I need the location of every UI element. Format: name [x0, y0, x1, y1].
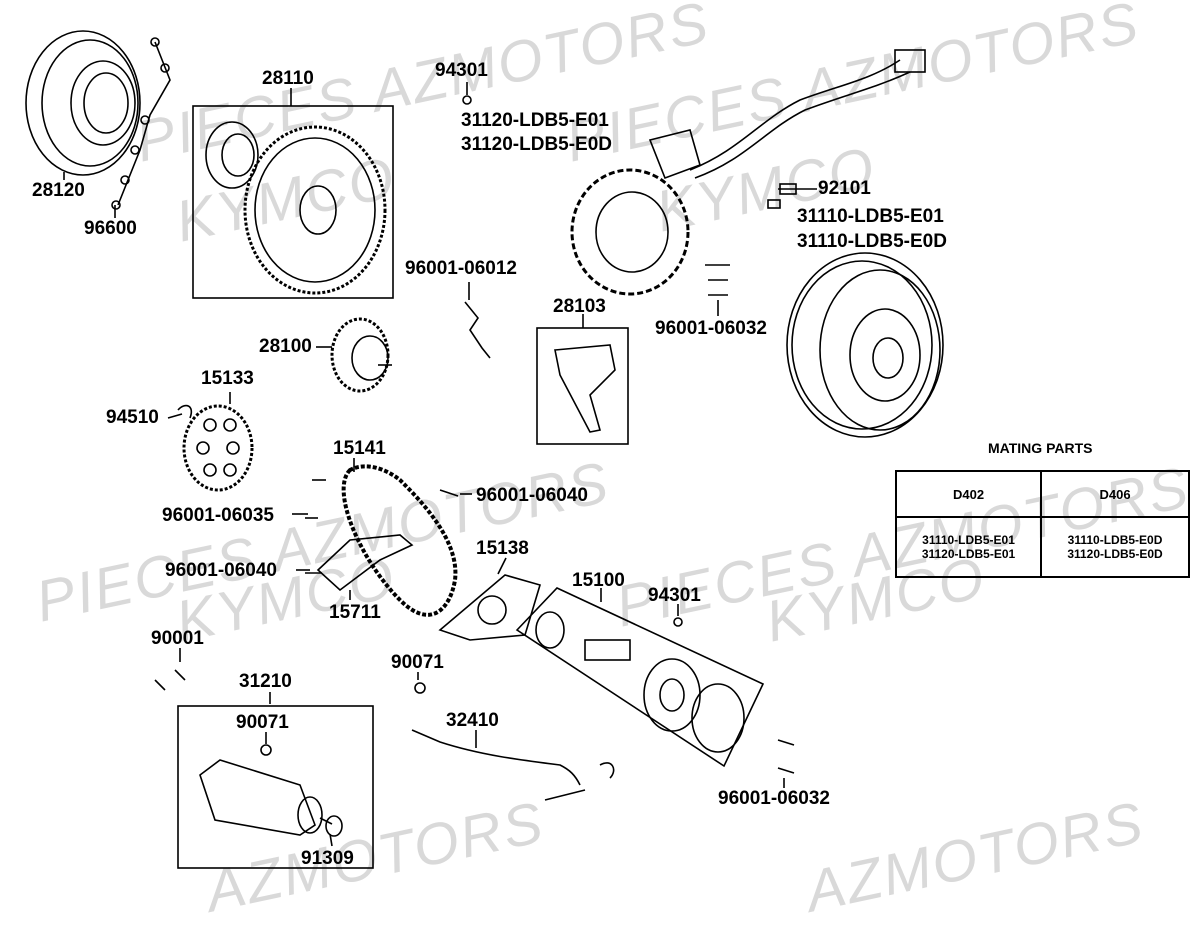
part-label-31110-e01: 31110-LDB5-E01 [797, 206, 944, 227]
part-label-96001-06040: 96001-06040 [476, 485, 588, 506]
mating-header-d406: D406 [1040, 470, 1190, 518]
part-label-90001: 90001 [151, 628, 204, 649]
part-label-15141: 15141 [333, 438, 386, 459]
part-label-90071: 90071 [236, 712, 289, 733]
mating-cell-d406: 31110-LDB5-E0D 31120-LDB5-E0D [1040, 516, 1190, 578]
part-label-96600: 96600 [84, 218, 137, 239]
part-label-15133: 15133 [201, 368, 254, 389]
part-label-28103: 28103 [553, 296, 606, 317]
part-label-31110-e0d: 31110-LDB5-E0D [797, 231, 947, 252]
part-label-28120: 28120 [32, 180, 85, 201]
mating-header-d402: D402 [894, 470, 1043, 518]
part-label-96001-06035: 96001-06035 [162, 505, 274, 526]
mating-part: 31110-LDB5-E0D [1067, 533, 1163, 547]
part-label-96001-06032: 96001-06032 [655, 318, 767, 339]
mating-part: 31110-LDB5-E01 [922, 533, 1015, 547]
mating-parts-table: D402 D406 31110-LDB5-E01 31120-LDB5-E01 … [894, 470, 1190, 578]
part-label-94510: 94510 [106, 407, 159, 428]
mating-part: 31120-LDB5-E01 [921, 547, 1016, 561]
exploded-parts-diagram [25, 30, 944, 869]
mating-part: 31120-LDB5-E0D [1067, 547, 1163, 561]
part-label-15711: 15711 [329, 602, 381, 623]
part-label-31120-e01: 31120-LDB5-E01 [461, 110, 609, 131]
part-label-28100: 28100 [259, 336, 312, 357]
part-label-15100: 15100 [572, 570, 625, 591]
mating-cell-d402: 31110-LDB5-E01 31120-LDB5-E01 [894, 516, 1043, 578]
part-label-15138: 15138 [476, 538, 529, 559]
part-label-96001-06040: 96001-06040 [165, 560, 277, 581]
part-label-94301: 94301 [648, 585, 701, 606]
part-label-90071: 90071 [391, 652, 444, 673]
part-label-94301: 94301 [435, 60, 488, 81]
part-label-91309: 91309 [301, 848, 354, 869]
part-label-31120-e0d: 31120-LDB5-E0D [461, 134, 613, 155]
mating-parts-title: MATING PARTS [988, 440, 1093, 456]
part-label-96001-06012: 96001-06012 [405, 258, 517, 279]
part-label-92101: 92101 [818, 178, 871, 199]
part-label-28110: 28110 [262, 68, 314, 89]
part-label-31210: 31210 [239, 671, 292, 692]
part-label-32410: 32410 [446, 710, 499, 731]
part-label-96001-06032: 96001-06032 [718, 788, 830, 809]
